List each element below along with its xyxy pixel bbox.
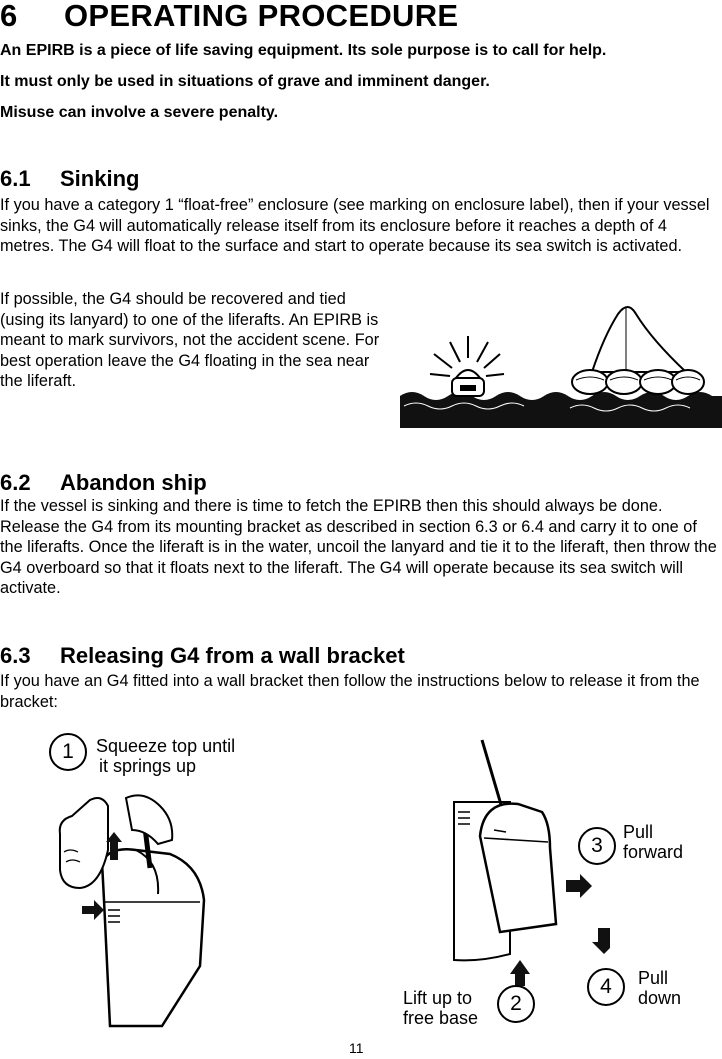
section-6-1-paragraph-1: If you have a category 1 “float-free” en… <box>0 196 710 256</box>
squeeze-top-illustration <box>58 794 206 1028</box>
section-title: Abandon ship <box>60 470 207 495</box>
lift-and-pull-illustration <box>453 739 610 986</box>
section-number: 6.2 <box>0 470 31 495</box>
step-3-line-1: Pull <box>623 822 654 842</box>
section-6-1-paragraph-2: If possible, the G4 should be recovered … <box>0 290 380 391</box>
step-1-line-2: it springs up <box>99 756 197 776</box>
step-4-line-2: down <box>638 988 682 1008</box>
step-3-label: Pull forward <box>623 822 683 862</box>
step-1-circle: 1 <box>49 733 87 771</box>
section-6-3-paragraph: If you have an G4 fitted into a wall bra… <box>0 672 700 711</box>
step-3-circle: 3 <box>578 827 616 865</box>
section-number: 6.3 <box>0 643 31 668</box>
step-2-line-1: Lift up to <box>403 988 473 1008</box>
step-2-label: Lift up to free base <box>403 988 478 1028</box>
step-4-circle: 4 <box>587 968 625 1006</box>
heading-title: OPERATING PROCEDURE <box>64 0 459 33</box>
page-number: 11 <box>349 1040 364 1056</box>
step-4-label: Pull down <box>638 968 681 1008</box>
step-3-line-2: forward <box>623 842 684 862</box>
heading-number: 6 <box>0 0 18 33</box>
section-6-2-paragraph: If the vessel is sinking and there is ti… <box>0 497 717 598</box>
step-4-line-1: Pull <box>638 968 669 988</box>
section-title: Sinking <box>60 166 140 191</box>
intro-line-3: Misuse can involve a severe penalty. <box>0 104 279 121</box>
step-1-line-1: Squeeze top until <box>96 736 236 756</box>
intro-line-1: An EPIRB is a piece of life saving equip… <box>0 42 607 59</box>
intro-line-2: It must only be used in situations of gr… <box>0 73 490 90</box>
section-number: 6.1 <box>0 166 31 191</box>
step-2-circle: 2 <box>497 985 535 1023</box>
step-2-line-2: free base <box>403 1008 479 1028</box>
step-1-label: Squeeze top until it springs up <box>96 736 235 776</box>
epirb-floating-illustration <box>400 306 722 428</box>
page-heading: 6 OPERATING PROCEDURE <box>0 0 458 34</box>
section-6-2-heading: 6.2 Abandon ship <box>0 470 207 496</box>
section-6-1-heading: 6.1 Sinking <box>0 166 139 192</box>
section-6-3-heading: 6.3 Releasing G4 from a wall bracket <box>0 643 405 669</box>
section-title: Releasing G4 from a wall bracket <box>60 643 405 668</box>
